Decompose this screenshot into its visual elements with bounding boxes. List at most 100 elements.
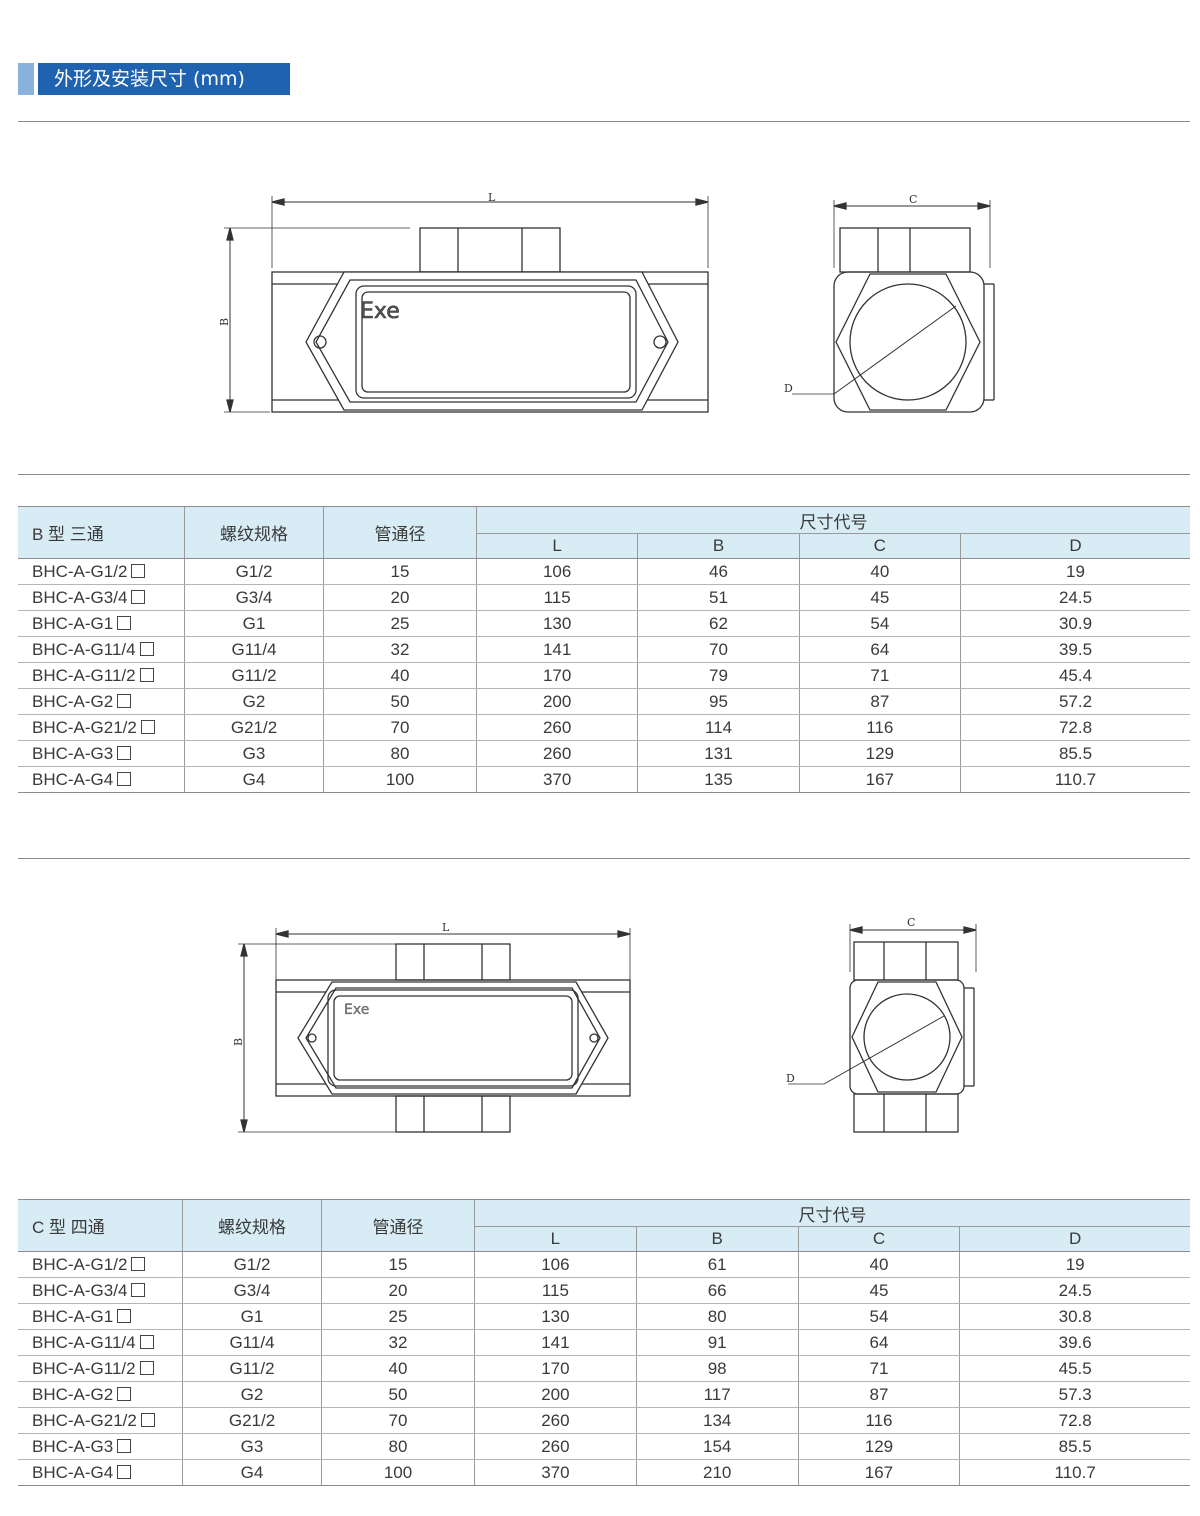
cell-dim-C: 116 (798, 714, 961, 741)
cell-dim-D: 39.5 (959, 636, 1190, 663)
dim-L-label: L (442, 921, 450, 934)
b-type-front-drawing: L B Exe (210, 188, 730, 428)
cell-dim-D: 85.5 (959, 1433, 1190, 1460)
cell-bore: 32 (323, 636, 477, 663)
cell-dim-B: 91 (635, 1329, 799, 1356)
cell-dim-D: 24.5 (959, 584, 1190, 611)
cell-dim-C: 129 (797, 1433, 960, 1460)
cell-bore: 50 (323, 688, 477, 715)
cell-bore: 100 (323, 766, 477, 793)
cell-dim-D: 45.4 (959, 662, 1190, 689)
cell-dim-B: 135 (637, 766, 800, 793)
cell-dim-L: 170 (475, 662, 638, 689)
cell-dim-L: 130 (474, 1303, 637, 1330)
checkbox-square-icon (139, 1334, 154, 1349)
cell-model: BHC-A-G11/2 (18, 1355, 183, 1382)
cell-bore: 40 (323, 662, 477, 689)
col-bore: 管通径 (321, 1199, 475, 1252)
col-thread-spec: 螺纹规格 (184, 506, 324, 559)
cell-dim-D: 57.2 (959, 688, 1190, 715)
model-code: BHC-A-G4 (32, 1462, 114, 1482)
cell-dim-C: 129 (798, 740, 961, 767)
cell-model: BHC-A-G1 (18, 1303, 183, 1330)
b-type-side-drawing: C D (770, 188, 1010, 428)
checkbox-square-icon (117, 745, 132, 760)
checkbox-square-icon (139, 1360, 154, 1375)
cell-model: BHC-A-G2 (18, 688, 185, 715)
cell-bore: 20 (321, 1277, 475, 1304)
cell-dim-D: 30.9 (959, 610, 1190, 637)
divider-top (18, 121, 1190, 122)
cell-dim-D: 39.6 (959, 1329, 1190, 1356)
cell-thread: G11/2 (182, 1355, 322, 1382)
checkbox-square-icon (117, 615, 132, 630)
c-type-side-drawing: C D (780, 912, 1000, 1138)
checkbox-square-icon (139, 641, 154, 656)
checkbox-square-icon (117, 1438, 132, 1453)
cell-dim-L: 200 (475, 688, 638, 715)
cell-bore: 20 (323, 584, 477, 611)
cell-dim-B: 117 (635, 1381, 799, 1408)
cell-dim-L: 130 (475, 610, 638, 637)
col-thread-spec: 螺纹规格 (182, 1199, 322, 1252)
model-code: BHC-A-G11/4 (32, 1332, 136, 1352)
cell-dim-C: 87 (798, 688, 961, 715)
cell-thread: G1 (184, 610, 324, 637)
cell-dim-D: 19 (959, 558, 1190, 585)
cell-dim-B: 114 (637, 714, 800, 741)
cell-dim-D: 19 (959, 1251, 1190, 1278)
cell-model: BHC-A-G4 (18, 766, 185, 793)
checkbox-square-icon (131, 589, 146, 604)
cell-model: BHC-A-G1 (18, 610, 185, 637)
cell-dim-D: 110.7 (959, 766, 1190, 793)
section-header: 外形及安装尺寸 (mm) (18, 63, 290, 95)
cell-model: BHC-A-G3/4 (18, 584, 185, 611)
model-code: BHC-A-G1 (32, 613, 114, 633)
cell-model: BHC-A-G11/4 (18, 636, 185, 663)
cell-dim-B: 51 (637, 584, 800, 611)
cell-bore: 80 (323, 740, 477, 767)
model-code: BHC-A-G21/2 (32, 717, 137, 737)
model-code: BHC-A-G3 (32, 743, 114, 763)
model-code: BHC-A-G1/2 (32, 561, 128, 581)
cell-dim-L: 200 (474, 1381, 637, 1408)
model-code: BHC-A-G4 (32, 769, 114, 789)
cell-thread: G3 (184, 740, 324, 767)
dim-D-label: D (784, 382, 793, 395)
dim-L-label: L (488, 191, 496, 204)
cell-thread: G11/4 (184, 636, 324, 663)
cell-dim-D: 110.7 (959, 1459, 1190, 1486)
cell-model: BHC-A-G1/2 (18, 558, 185, 585)
cell-model: BHC-A-G3/4 (18, 1277, 183, 1304)
cell-bore: 25 (321, 1303, 475, 1330)
divider-before-table-b (18, 474, 1190, 475)
cell-thread: G3/4 (184, 584, 324, 611)
cell-model: BHC-A-G11/2 (18, 662, 185, 689)
cell-dim-B: 79 (637, 662, 800, 689)
cell-dim-B: 95 (637, 688, 800, 715)
model-code: BHC-A-G2 (32, 1384, 114, 1404)
dim-C-label: C (907, 916, 915, 929)
cell-dim-D: 72.8 (959, 714, 1190, 741)
checkbox-square-icon (117, 1464, 132, 1479)
cell-dim-C: 64 (798, 636, 961, 663)
dim-C-label: C (909, 193, 917, 206)
cell-dim-B: 80 (635, 1303, 799, 1330)
cell-dim-B: 46 (637, 558, 800, 585)
cell-dim-L: 141 (474, 1329, 637, 1356)
col-D: D (959, 533, 1190, 559)
cell-bore: 50 (321, 1381, 475, 1408)
checkbox-square-icon (117, 771, 132, 786)
cell-thread: G2 (184, 688, 324, 715)
cell-dim-B: 66 (635, 1277, 799, 1304)
cell-dim-L: 370 (474, 1459, 637, 1486)
